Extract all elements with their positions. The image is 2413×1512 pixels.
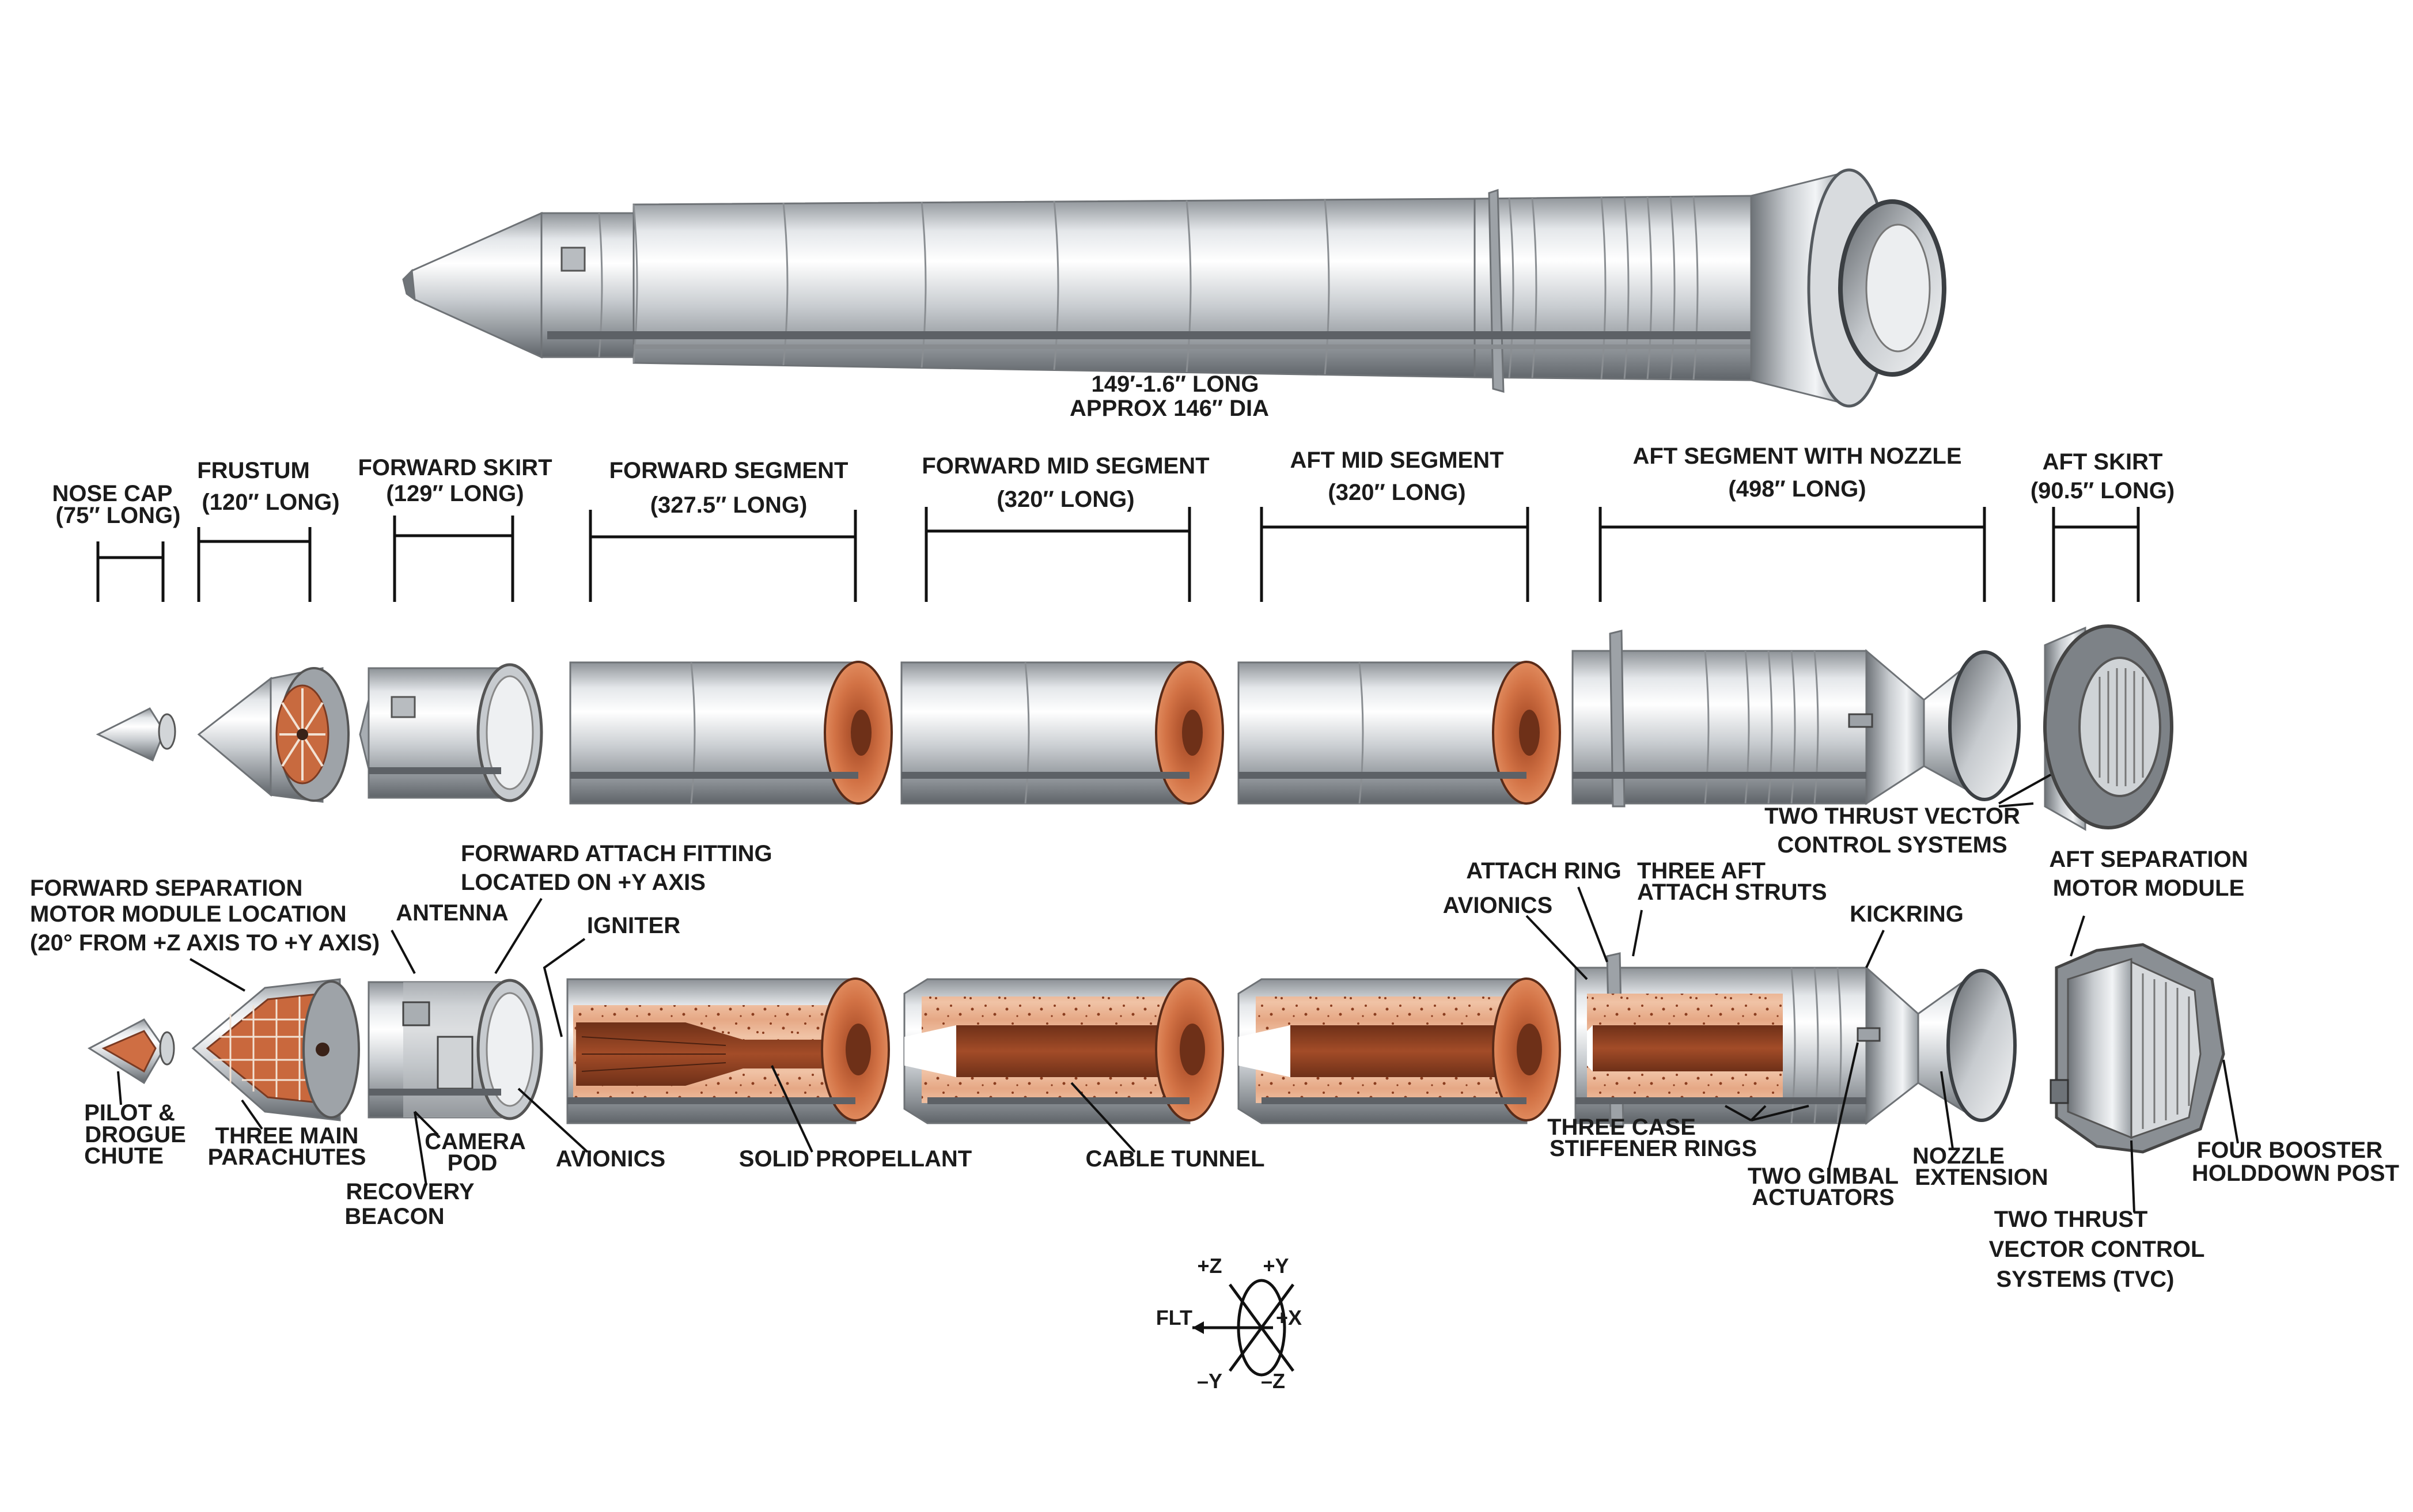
aft-skirt-length: (90.5″ LONG) [2031, 478, 2175, 503]
overall-diameter-label: APPROX 146″ DIA [1070, 396, 1269, 421]
tvc-bottom-line3: SYSTEMS (TVC) [1997, 1267, 2175, 1292]
antenna-label: ANTENNA [396, 900, 509, 926]
main-parachutes-line1: THREE MAIN [215, 1123, 359, 1149]
avionics-fwd-label: AVIONICS [556, 1146, 665, 1172]
frustum-cutaway [191, 978, 360, 1121]
camera-pod-line2: POD [448, 1150, 498, 1176]
frustum-title: FRUSTUM [197, 458, 310, 483]
main-parachutes-line2: PARACHUTES [208, 1145, 366, 1170]
aft-struts-line1: THREE AFT [1637, 858, 1766, 884]
axis-plus-z: +Z [1197, 1254, 1222, 1278]
forward-skirt-cutaway [368, 979, 543, 1120]
camera-pod-line1: CAMERA [425, 1129, 526, 1154]
dimension-lines [96, 507, 2140, 602]
recovery-beacon-line2: BEACON [344, 1204, 444, 1229]
aft-mid-segment-cutaway [1237, 977, 1561, 1124]
aft-segment-title: AFT SEGMENT WITH NOZZLE [1632, 444, 1961, 469]
aft-skirt-cutaway [2050, 943, 2225, 1154]
avionics-aft-label: AVIONICS [1443, 893, 1552, 918]
stiffener-rings-line2: STIFFENER RINGS [1550, 1136, 1757, 1161]
axis-plus-x: +X [1276, 1306, 1302, 1329]
nose-cap-cutaway [88, 1018, 175, 1085]
callout-labels: FORWARD SEPARATION MOTOR MODULE LOCATION… [30, 841, 2399, 1292]
gimbal-line2: ACTUATORS [1752, 1185, 1894, 1210]
forward-mid-segment-cutaway [903, 977, 1224, 1124]
gimbal-line1: TWO GIMBAL [1748, 1164, 1899, 1189]
forward-mid-segment-title: FORWARD MID SEGMENT [922, 453, 1209, 479]
forward-segment-title: FORWARD SEGMENT [609, 458, 848, 483]
aft-segment-length: (498″ LONG) [1728, 476, 1866, 502]
nozzle-extension-line1: NOZZLE [1912, 1143, 2005, 1169]
axis-minus-z: –Z [1261, 1369, 1285, 1393]
aft-skirt-title: AFT SKIRT [2043, 449, 2163, 475]
tvc-middle-leader [1998, 774, 2051, 808]
aft-sep-line1: AFT SEPARATION [2049, 847, 2248, 872]
pilot-drogue-line1: PILOT & [84, 1100, 175, 1126]
fwd-sep-line3: (20° FROM +Z AXIS TO +Y AXIS) [30, 930, 380, 956]
aft-mid-segment-title: AFT MID SEGMENT [1290, 448, 1503, 473]
segment-titles: NOSE CAP (75″ LONG) FRUSTUM (120″ LONG) … [52, 444, 2175, 528]
nose-cap [96, 707, 176, 762]
aft-skirt [2043, 624, 2173, 831]
assembled-booster [402, 168, 1946, 408]
overall-length-label: 149′-1.6″ LONG [1091, 372, 1259, 397]
tvc-bottom-line2: VECTOR CONTROL [1989, 1237, 2205, 1262]
axis-plus-y: +Y [1263, 1254, 1289, 1278]
frustum-length: (120″ LONG) [202, 490, 339, 515]
tvc-middle-line1: TWO THRUST VECTOR [1764, 804, 2020, 829]
fwd-sep-line2: MOTOR MODULE LOCATION [30, 901, 347, 927]
stiffener-rings-line1: THREE CASE [1547, 1115, 1696, 1140]
forward-skirt-title: FORWARD SKIRT [358, 455, 552, 480]
aft-struts-line2: ATTACH STRUTS [1637, 880, 1827, 905]
attach-ring-label: ATTACH RING [1466, 858, 1622, 884]
axis-flt: FLT [1156, 1306, 1192, 1329]
kickring-label: KICKRING [1850, 901, 1964, 927]
pilot-drogue-line2: DROGUE [85, 1122, 186, 1147]
forward-skirt [359, 663, 543, 802]
cable-tunnel-label: CABLE TUNNEL [1085, 1146, 1264, 1172]
fwd-attach-line2: LOCATED ON +Y AXIS [461, 870, 706, 895]
aft-sep-line2: MOTOR MODULE [2053, 876, 2245, 901]
holddown-line1: FOUR BOOSTER [2197, 1138, 2382, 1163]
forward-segment-length: (327.5″ LONG) [650, 492, 808, 518]
recovery-beacon-line1: RECOVERY [346, 1179, 474, 1204]
aft-segment-cutaway [1574, 952, 2017, 1127]
nose-cap-length: (75″ LONG) [56, 503, 181, 528]
axis-minus-y: –Y [1197, 1369, 1222, 1393]
forward-segment [569, 661, 893, 805]
pilot-drogue-line3: CHUTE [84, 1143, 164, 1169]
aft-segment-with-nozzle [1571, 630, 2021, 808]
nose-cap-title: NOSE CAP [52, 481, 173, 506]
igniter-label: IGNITER [587, 913, 680, 938]
solid-propellant-label: SOLID PROPELLANT [739, 1146, 972, 1172]
nozzle-extension-line2: EXTENSION [1915, 1165, 2048, 1190]
cutaway-segments [88, 943, 2225, 1154]
fwd-attach-line1: FORWARD ATTACH FITTING [461, 841, 772, 866]
forward-segment-cutaway [566, 977, 890, 1124]
stiffener-rings [1508, 196, 1699, 380]
axis-symbol: +Z +Y +X FLT –Y –Z [1156, 1254, 1302, 1393]
tvc-middle-line2: CONTROL SYSTEMS [1777, 832, 2007, 858]
leader-lines [117, 886, 2239, 1213]
holddown-line2: HOLDDOWN POST [2192, 1161, 2399, 1186]
forward-mid-segment-length: (320″ LONG) [997, 487, 1134, 512]
fwd-sep-line1: FORWARD SEPARATION [30, 876, 302, 901]
aft-mid-segment [1237, 661, 1561, 805]
exploded-segments [96, 624, 2173, 831]
tvc-bottom-line1: TWO THRUST [1994, 1207, 2148, 1232]
frustum [197, 667, 350, 803]
forward-skirt-length: (129″ LONG) [386, 481, 524, 506]
forward-mid-segment [900, 661, 1224, 805]
aft-mid-segment-length: (320″ LONG) [1328, 480, 1465, 505]
